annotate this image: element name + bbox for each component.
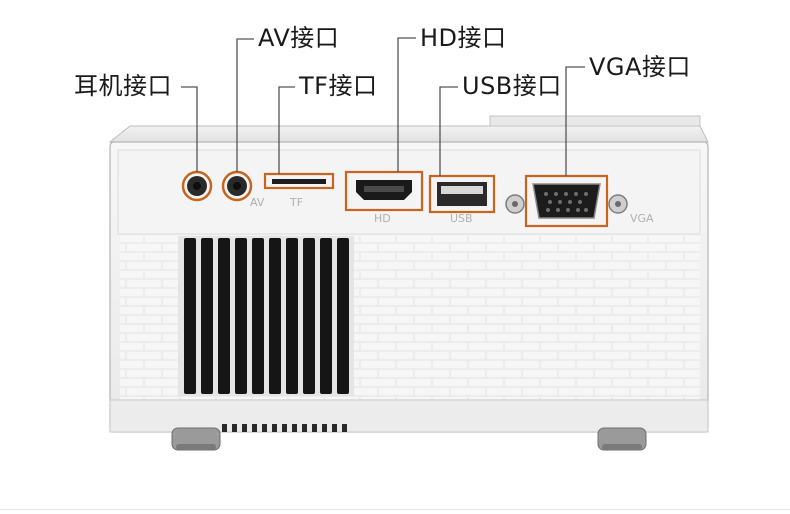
hdmi-port — [344, 170, 424, 212]
panel-label-hd: HD — [374, 212, 391, 225]
callout-hd: HD接口 — [420, 24, 507, 52]
projector-feet — [171, 427, 647, 451]
panel-label-tf: TF — [289, 196, 303, 209]
callout-leader-lines — [181, 37, 585, 176]
panel-label-usb: USB — [450, 212, 473, 225]
callout-usb: USB接口 — [462, 72, 562, 100]
callout-vga: VGA接口 — [589, 53, 691, 81]
panel-label-av: AV — [250, 196, 265, 209]
callout-av: AV接口 — [258, 24, 340, 52]
earphone-port — [181, 170, 213, 202]
callout-earphone: 耳机接口 — [74, 72, 172, 100]
projector-top — [108, 125, 709, 143]
tf-card-slot — [263, 172, 335, 190]
usb-port — [428, 174, 496, 214]
panel-label-vga: VGA — [630, 212, 654, 225]
vent-grille — [178, 236, 354, 396]
bottom-divider — [0, 509, 790, 510]
av-port — [221, 170, 253, 202]
vga-port — [505, 174, 628, 228]
callout-tf: TF接口 — [299, 72, 378, 100]
